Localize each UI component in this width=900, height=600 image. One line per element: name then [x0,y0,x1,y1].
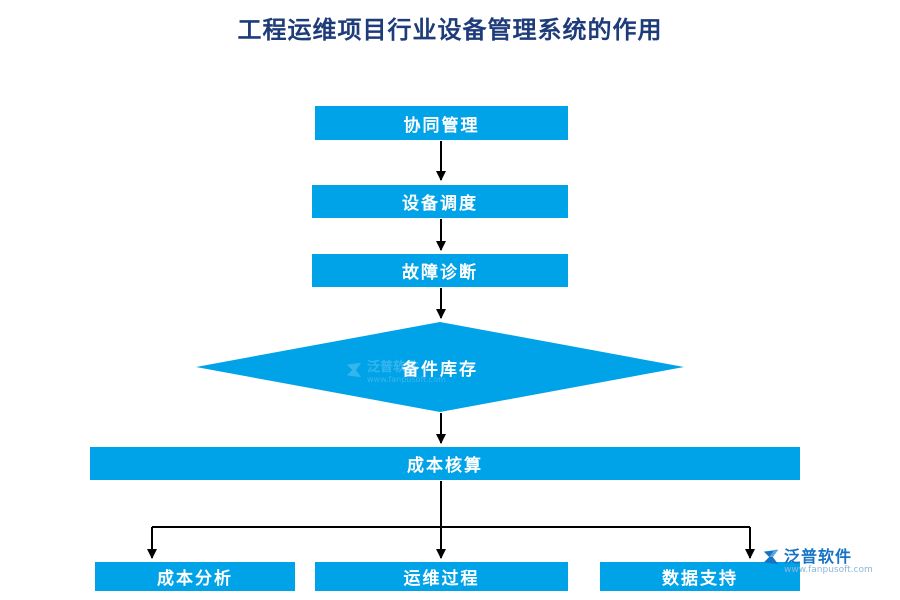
node-fault-diagnosis: 故障诊断 [312,254,568,287]
fanpu-logo-icon [762,548,780,566]
node-collaborative-management: 协同管理 [315,106,568,140]
brand-url: www.fanpusoft.com [784,565,873,575]
node-om-process: 运维过程 [315,562,568,591]
node-cost-accounting: 成本核算 [90,447,800,480]
page-title: 工程运维项目行业设备管理系统的作用 [237,16,663,44]
node-cost-analysis: 成本分析 [95,562,295,591]
brand-watermark: 泛普软件 www.fanpusoft.com [762,548,892,576]
brand-name: 泛普软件 [784,547,853,567]
node-data-support: 数据支持 [600,562,800,591]
node-equipment-scheduling: 设备调度 [312,185,568,218]
node-spare-parts-inventory-label: 备件库存 [402,359,478,380]
node-spare-parts-inventory-diamond: 备件库存 [196,322,684,412]
